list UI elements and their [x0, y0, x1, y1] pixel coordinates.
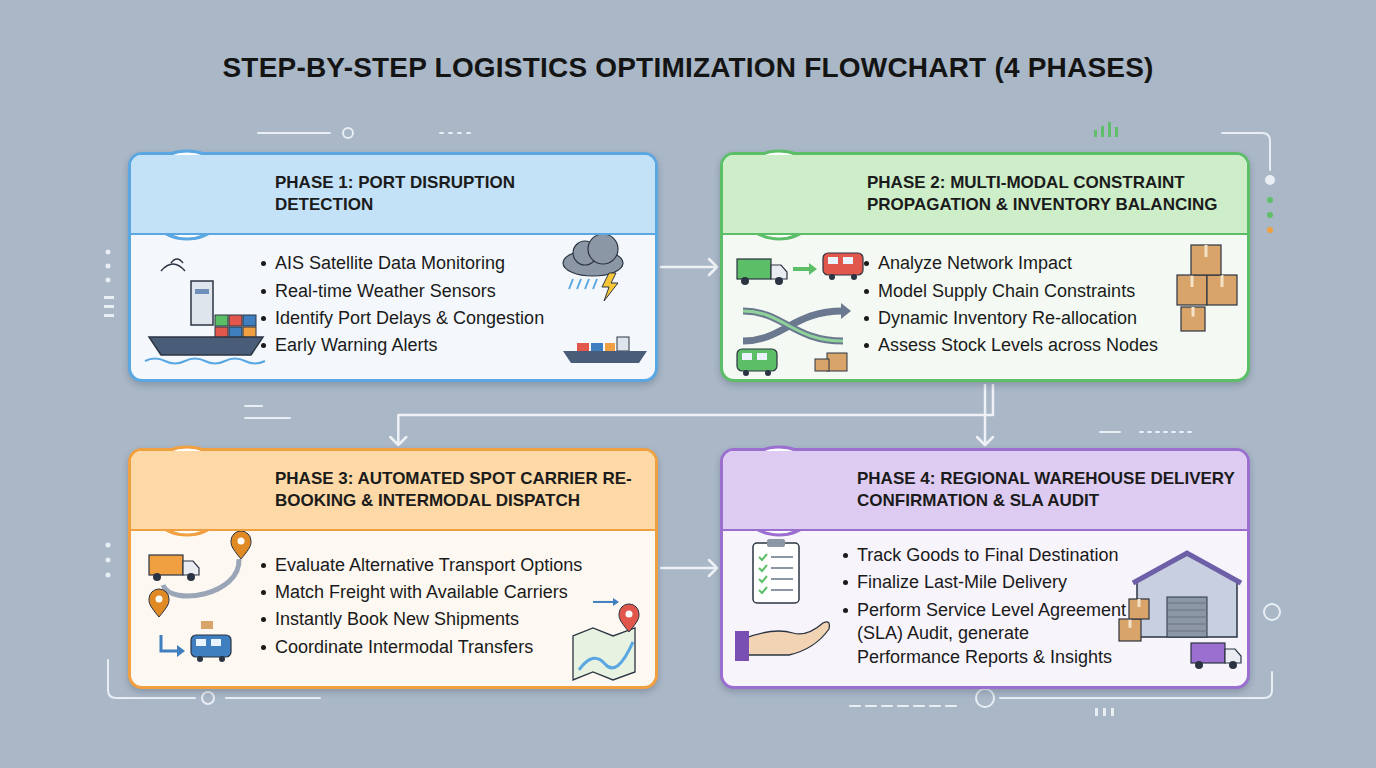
bullet-item: Match Freight with Available Carriers [259, 581, 620, 604]
phase-header: PHASE 2: MULTI-MODAL CONSTRAINT PROPAGAT… [723, 155, 1247, 235]
bullet-item: Instantly Book New Shipments [259, 608, 620, 631]
phase-body: Analyze Network ImpactModel Supply Chain… [723, 235, 1247, 379]
phase-box: PHASE 2: MULTI-MODAL CONSTRAINT PROPAGAT… [720, 152, 1250, 382]
phase-body: Evaluate Alternative Transport OptionsMa… [131, 531, 655, 686]
phase-title: PHASE 1: PORT DISRUPTION DETECTION [275, 155, 575, 216]
phase-box: PHASE 4: REGIONAL WAREHOUSE DELIVERY CON… [720, 448, 1250, 689]
bullet-item: Track Goods to Final Destination [841, 544, 1132, 567]
flow-connector [660, 259, 717, 275]
phase-header: PHASE 1: PORT DISRUPTION DETECTION [131, 155, 655, 235]
bullet-item: Assess Stock Levels across Nodes [862, 334, 1163, 357]
phase-title: PHASE 4: REGIONAL WAREHOUSE DELIVERY CON… [857, 451, 1239, 512]
bullet-item: Dynamic Inventory Re-allocation [862, 307, 1163, 330]
bullet-item: Early Warning Alerts [259, 334, 575, 357]
flow-connector [977, 384, 993, 445]
phase-header: PHASE 4: REGIONAL WAREHOUSE DELIVERY CON… [723, 451, 1247, 531]
bullet-item: Analyze Network Impact [862, 252, 1163, 275]
bullet-item: Finalize Last-Mile Delivery [841, 571, 1132, 594]
bullet-item: Real-time Weather Sensors [259, 280, 575, 303]
phase-title: PHASE 2: MULTI-MODAL CONSTRAINT PROPAGAT… [867, 155, 1239, 216]
diagram-title: STEP-BY-STEP LOGISTICS OPTIMIZATION FLOW… [0, 52, 1376, 84]
bullet-item: Perform Service Level Agreement (SLA) Au… [841, 599, 1132, 669]
flow-connector [390, 384, 993, 445]
phase-box: PHASE 3: AUTOMATED SPOT CARRIER RE-BOOKI… [128, 448, 658, 689]
bullet-item: Model Supply Chain Constraints [862, 280, 1163, 303]
phase-body: AIS Satellite Data MonitoringReal-time W… [131, 235, 655, 379]
bullet-item: Evaluate Alternative Transport Options [259, 554, 620, 577]
phase-header: PHASE 3: AUTOMATED SPOT CARRIER RE-BOOKI… [131, 451, 655, 531]
bullet-item: Coordinate Intermodal Transfers [259, 636, 620, 659]
flow-connector [660, 560, 717, 576]
bullet-item: Identify Port Delays & Congestion [259, 307, 575, 330]
phase-box: PHASE 1: PORT DISRUPTION DETECTION AIS Sa… [128, 152, 658, 382]
bullet-item: AIS Satellite Data Monitoring [259, 252, 575, 275]
phase-title: PHASE 3: AUTOMATED SPOT CARRIER RE-BOOKI… [275, 451, 647, 512]
phase-body: Track Goods to Final DestinationFinalize… [723, 531, 1247, 686]
